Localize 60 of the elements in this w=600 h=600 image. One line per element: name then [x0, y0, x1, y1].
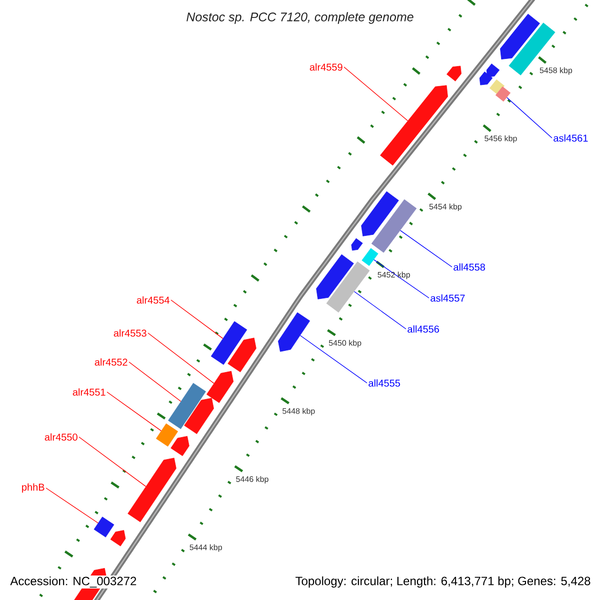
leader-line [78, 436, 146, 487]
gene-bar [228, 338, 256, 372]
gene-box [210, 321, 248, 365]
leader-line [374, 259, 430, 298]
gene-label: asl4561 [554, 134, 588, 142]
leader-line [344, 66, 408, 122]
gene-bar [184, 398, 214, 434]
gene-label: all4558 [454, 263, 486, 271]
map-title: Nostoc sp. PCC 7120, complete genome [186, 12, 414, 24]
gene-label: alr4550 [44, 433, 78, 441]
gene-box [94, 516, 114, 538]
gene-bar [500, 14, 540, 60]
leader-line [148, 332, 214, 384]
leader-line [106, 392, 162, 432]
gene-label: all4556 [408, 325, 440, 333]
gene-bar [170, 436, 190, 456]
leader-line [170, 300, 224, 339]
gene-bar [380, 85, 448, 166]
scale-label: 5454 kbp [429, 204, 462, 212]
gene-bar [128, 458, 176, 522]
gene-label: alr4559 [310, 63, 342, 71]
scale-label: 5450 kbp [328, 340, 362, 348]
scale-label: 5458 kbp [540, 67, 572, 75]
gene-box [495, 86, 511, 102]
gene-box [168, 382, 206, 430]
leader-line [506, 97, 552, 138]
gene-label: alr4552 [94, 358, 128, 366]
gene-label: alr4551 [72, 388, 106, 396]
scale-label: 5456 kbp [484, 135, 517, 143]
gene-bar [446, 66, 462, 82]
gene-label: alr4554 [136, 296, 170, 304]
leader-line [354, 291, 406, 330]
gene-box [371, 199, 417, 253]
gene-bar [351, 238, 363, 251]
gene-label: asl4557 [430, 294, 465, 302]
leader-line [400, 230, 452, 268]
gene-label: alr4553 [114, 329, 146, 337]
gene-box [489, 79, 505, 95]
gene-label: phhB [22, 483, 44, 493]
footer-text: Topology: circular; Length: 6,413,771 bp; Genes: 5,428 [296, 576, 590, 588]
gene-box [326, 261, 370, 313]
leader-line [128, 362, 182, 402]
gene-box [362, 248, 378, 266]
gene-box [156, 423, 178, 447]
scale-label: 5452 kbp [378, 272, 410, 280]
leader-line [46, 488, 98, 524]
leader-line [300, 335, 368, 384]
scale-label: 5448 kbp [282, 408, 315, 416]
scale-label: 5444 kbp [190, 544, 222, 552]
footer-text: Accession: NC_003272 [9, 575, 138, 589]
gene-box [508, 22, 556, 76]
gene-bar [110, 530, 126, 546]
gene-bar [316, 254, 354, 300]
gene-bar [486, 64, 500, 78]
gene-bar [479, 72, 493, 86]
scale-label: 5446 kbp [236, 476, 268, 484]
gene-bar [278, 312, 310, 352]
gene-bar [206, 370, 234, 403]
gene-bar [361, 191, 399, 236]
gene-label: all4555 [368, 379, 400, 387]
